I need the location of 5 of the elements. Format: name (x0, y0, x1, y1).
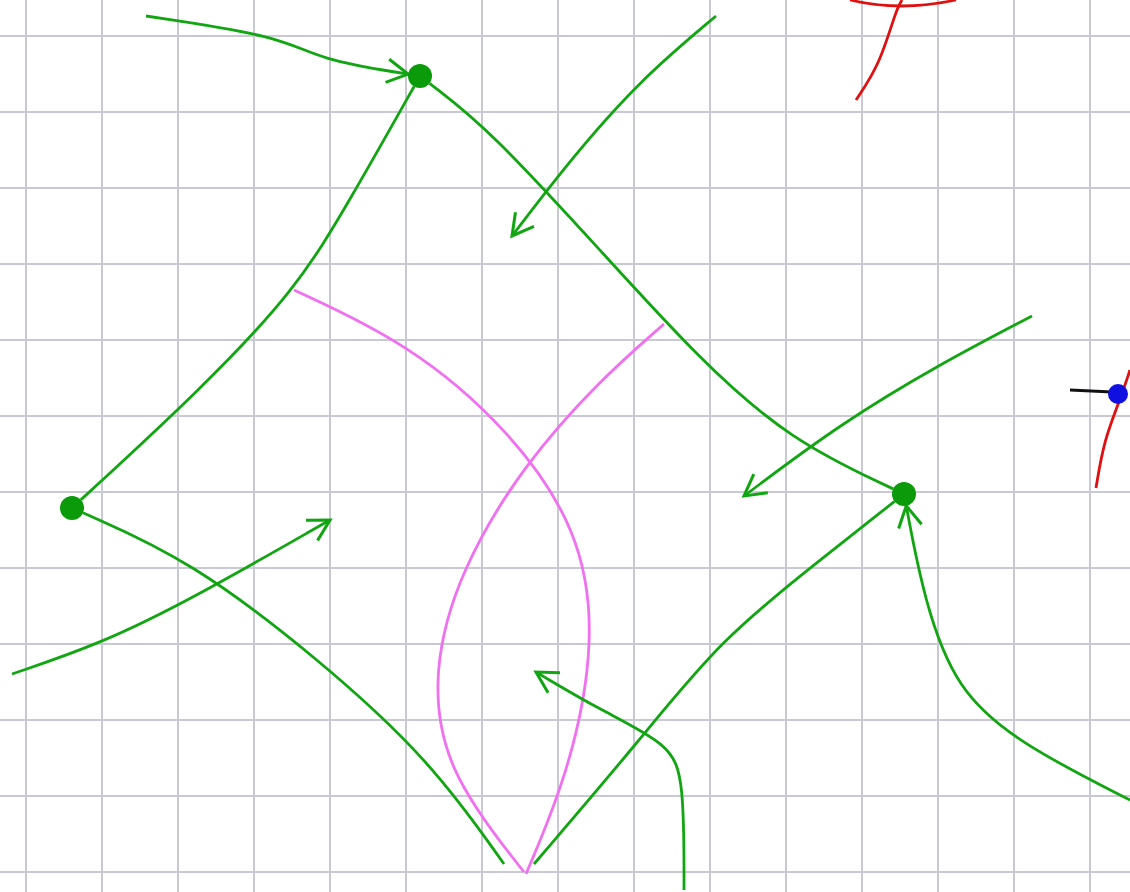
arrow (897, 504, 1130, 802)
arrow (145, 14, 410, 84)
dot (60, 496, 84, 520)
dot (408, 64, 432, 88)
dot (892, 482, 916, 506)
